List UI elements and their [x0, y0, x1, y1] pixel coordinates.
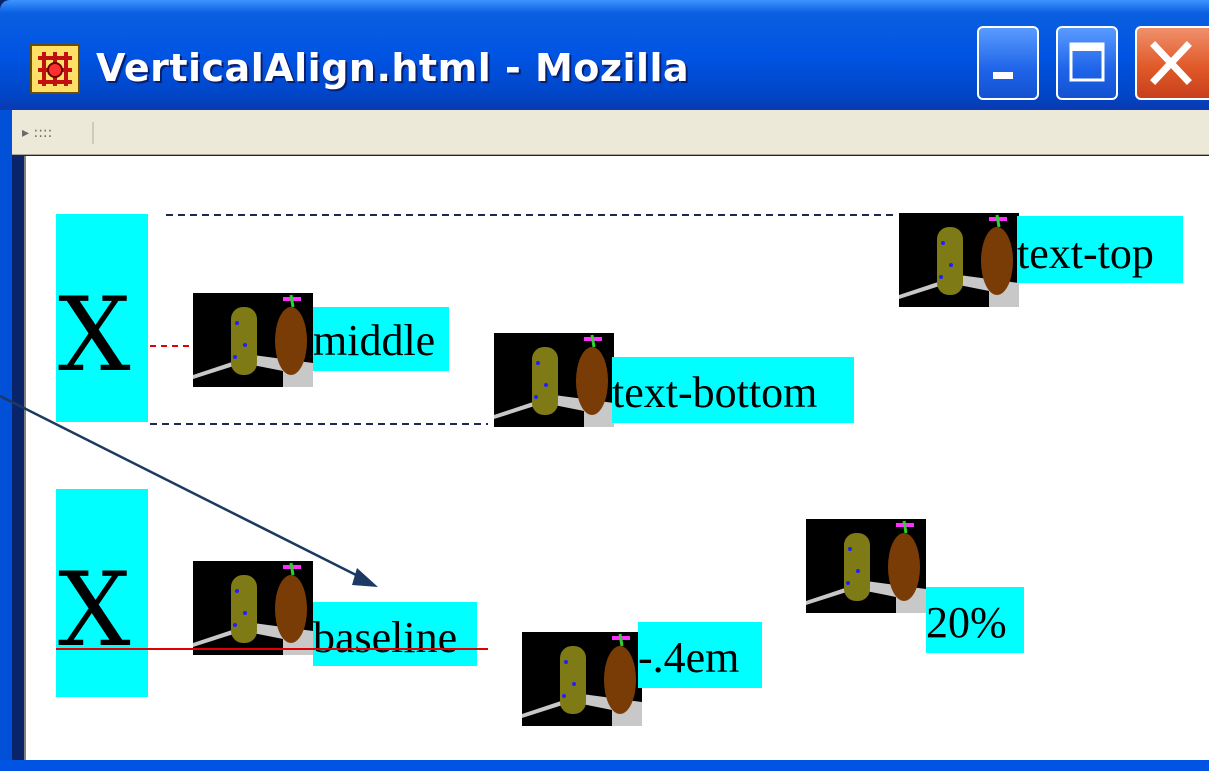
annotation-arrow-head — [352, 568, 378, 587]
sample-image-baseline — [193, 561, 313, 655]
x-reference-box-bottom — [56, 489, 148, 697]
window-left-border — [0, 110, 12, 770]
window-bottom-border — [0, 760, 1209, 771]
minimize-button[interactable] — [977, 26, 1039, 100]
label-middle: middle — [313, 307, 449, 371]
sample-picture-icon — [494, 333, 614, 427]
sample-image-text-bottom — [494, 333, 614, 427]
maximize-icon — [1069, 42, 1105, 82]
sample-image-neg-em — [522, 632, 642, 726]
label-baseline: baseline — [313, 602, 477, 666]
sample-picture-icon — [193, 293, 313, 387]
x-reference-glyph-bottom: X — [58, 551, 131, 670]
mozilla-app-icon — [30, 44, 80, 94]
label-text-bottom: text-bottom — [612, 357, 854, 423]
sample-picture-icon — [193, 561, 313, 655]
sample-image-middle — [193, 293, 313, 387]
close-icon — [1150, 41, 1192, 85]
close-button[interactable] — [1135, 26, 1209, 100]
label-neg-em: -.4em — [638, 622, 762, 688]
label-text-top: text-top — [1017, 216, 1183, 283]
sample-image-percent — [806, 519, 926, 613]
window-title: VerticalAlign.html - Mozilla — [96, 46, 690, 90]
label-percent: 20% — [926, 587, 1024, 653]
x-reference-box-top — [56, 214, 148, 422]
sample-picture-icon — [806, 519, 926, 613]
title-bar[interactable]: VerticalAlign.html - Mozilla — [0, 0, 1209, 110]
sample-image-text-top — [899, 213, 1019, 307]
toolbar: ▸ :::: — [12, 110, 1209, 155]
x-reference-glyph-top: X — [58, 276, 131, 395]
sample-picture-icon — [899, 213, 1019, 307]
annotation-arrow-line — [0, 394, 363, 580]
sample-picture-icon — [522, 632, 642, 726]
toolbar-grip[interactable]: ▸ :::: — [22, 122, 94, 144]
maximize-button[interactable] — [1056, 26, 1118, 100]
minimize-icon — [993, 72, 1013, 79]
